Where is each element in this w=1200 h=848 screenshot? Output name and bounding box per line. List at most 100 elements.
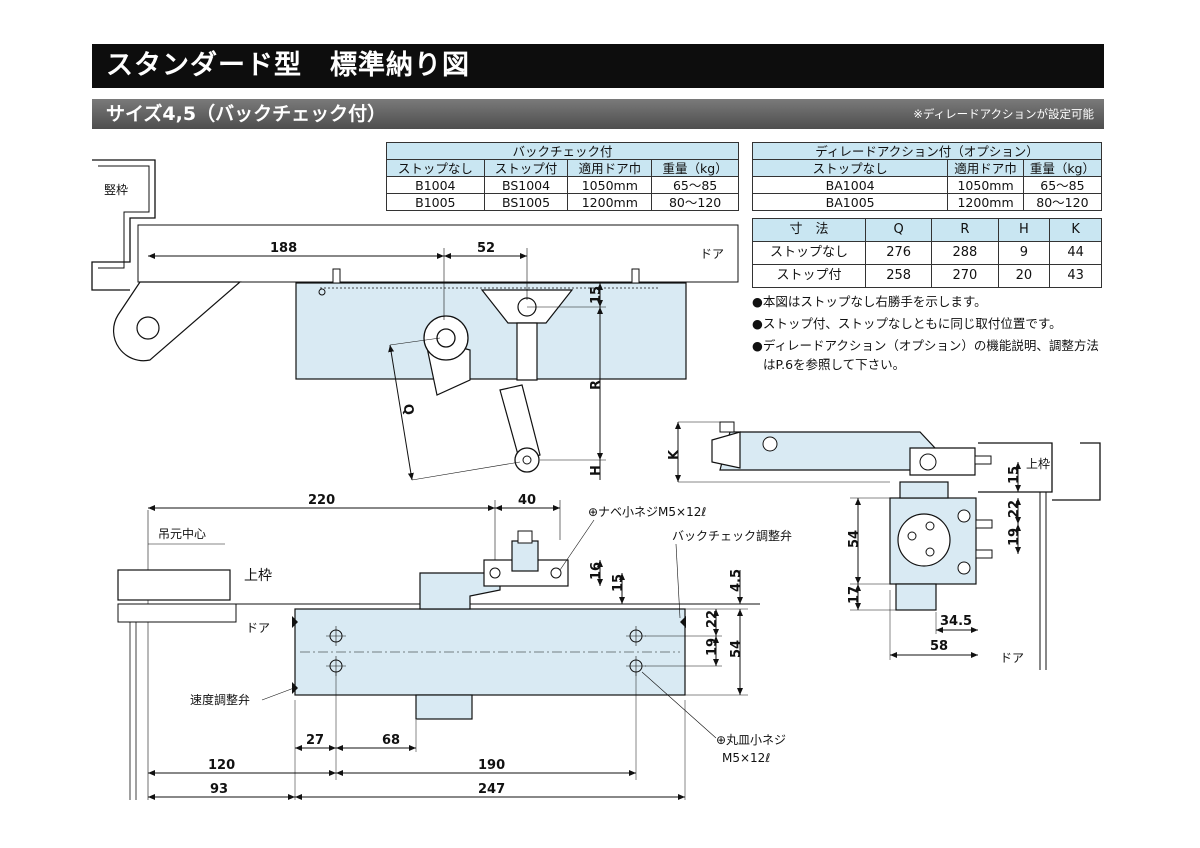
table-row: ストップ付 258 270 20 43 <box>752 264 1102 288</box>
top-view: 竪枠 ドア 188 52 15 R H <box>91 159 739 481</box>
dim-52: 52 <box>477 241 495 256</box>
cap-hole <box>907 531 917 541</box>
spindle <box>436 328 456 348</box>
table-cell: 288 <box>931 241 999 265</box>
table-header-cell: ストップ付 <box>483 159 569 177</box>
table-header-cell: 適用ドア巾 <box>947 159 1024 177</box>
dim-16: 16 <box>589 562 604 580</box>
table-header-cell: R <box>931 218 999 242</box>
table-cell: 44 <box>1049 241 1102 265</box>
side-bracket <box>711 431 741 469</box>
door-edge <box>137 224 739 283</box>
table-header-cell: ストップなし <box>386 159 485 177</box>
dim-68: 68 <box>382 733 400 748</box>
forearm-lower <box>499 384 541 463</box>
forearm-upper <box>516 322 538 381</box>
backcheck-table-header: バックチェック付 <box>386 142 739 160</box>
table-header-cell: Q <box>864 218 933 242</box>
door-top <box>117 603 237 623</box>
dim-22-front: 22 <box>705 610 720 628</box>
dim-188: 188 <box>270 241 297 256</box>
dim-54-front: 54 <box>729 640 744 658</box>
bracket-cap <box>517 530 533 544</box>
table-row: ストップなし 276 288 9 44 <box>752 241 1102 265</box>
leader-line <box>559 519 595 571</box>
note-item: ●ディレードアクション（オプション）の機能説明、調整方法 <box>752 338 1099 353</box>
page-title: スタンダード型 標準納り図 <box>92 44 1104 88</box>
ext-line <box>411 461 521 481</box>
table-header-cell: 適用ドア巾 <box>567 159 653 177</box>
leader-line <box>675 543 681 619</box>
valve-marker <box>292 616 298 628</box>
table-cell: 1200mm <box>947 193 1024 211</box>
door-label: ドア <box>246 621 270 635</box>
cap-hole <box>925 547 935 557</box>
dim-15-top: 15 <box>589 286 604 304</box>
bracket-screw <box>489 567 501 579</box>
subtitle-note: ※ディレードアクションが設定可能 <box>913 107 1094 121</box>
upper-frame-label: 上枠 <box>244 568 272 584</box>
dim-34-5: 34.5 <box>940 614 972 629</box>
dim-line-Q <box>388 344 414 481</box>
dim-Q: Q <box>399 403 416 416</box>
dim-40: 40 <box>518 493 536 508</box>
table-header-cell: 寸 法 <box>752 218 866 242</box>
side-door-label: ドア <box>1000 651 1024 665</box>
side-view: K 上枠 ドア 15 22 19 <box>667 421 1101 670</box>
ext-line <box>389 337 441 346</box>
elbow-pin <box>522 455 532 465</box>
frame-label: 竪枠 <box>104 183 128 197</box>
hinge-pin <box>136 316 160 340</box>
section-subtitle: サイズ4,5（バックチェック付） ※ディレードアクションが設定可能 <box>92 99 1104 129</box>
backcheck-table: バックチェック付 ストップなし ストップ付 適用ドア巾 重量（kg） B1004… <box>386 142 739 211</box>
notes-list: ●本図はストップなし右勝手を示します。 ●ストップ付、ストップなしともに同じ取付… <box>752 292 1099 377</box>
closer-end-cap <box>897 513 951 567</box>
closer-valve-side <box>895 583 937 611</box>
dim-22-side: 22 <box>1007 500 1022 518</box>
closer-valve-block <box>415 694 473 720</box>
valve-marker <box>292 682 298 694</box>
dim-H: H <box>589 465 604 476</box>
note-item: ●本図はストップなし右勝手を示します。 <box>752 294 987 309</box>
table-cell: 270 <box>931 264 999 288</box>
dimension-table: 寸 法 Q R H K ストップなし 276 288 9 44 ストップ付 25… <box>752 218 1102 288</box>
side-joint <box>762 436 778 452</box>
valve-marker <box>680 616 686 628</box>
mount-screw <box>631 268 640 284</box>
dim-15-front: 15 <box>611 574 626 592</box>
hinge-bracket <box>112 281 242 362</box>
dim-220: 220 <box>308 493 335 508</box>
side-mount-screw <box>975 549 993 559</box>
dim-93: 93 <box>210 782 228 797</box>
dim-58: 58 <box>930 639 948 654</box>
dim-19-front: 19 <box>705 638 720 656</box>
table-cell: 43 <box>1049 264 1102 288</box>
table-row: BA1004 1050mm 65～85 <box>751 176 1103 194</box>
dim-27: 27 <box>306 733 324 748</box>
table-header-cell: H <box>997 218 1051 242</box>
side-screw-hole <box>957 509 971 523</box>
dim-15-side: 15 <box>1007 466 1022 484</box>
dim-190: 190 <box>478 758 505 773</box>
front-view: 220 40 吊元中心 上枠 ドア <box>117 493 792 800</box>
dim-4-5: 4.5 <box>729 569 744 592</box>
table-cell: 1200mm <box>567 193 653 211</box>
cap-hole <box>925 521 935 531</box>
dim-19-side: 19 <box>1007 528 1022 546</box>
leader-line <box>641 671 717 739</box>
side-screw-hole <box>957 561 971 575</box>
bracket-block <box>511 540 539 572</box>
closer-spindle-housing <box>899 481 949 499</box>
vertical-frame-outline <box>91 159 156 291</box>
side-upper-frame-return <box>1052 442 1101 501</box>
table-header-cell: ストップなし <box>751 159 949 177</box>
door-label: ドア <box>700 247 724 261</box>
side-arm <box>719 431 936 471</box>
table-cell: 258 <box>864 264 933 288</box>
vertical-frame-inner <box>98 165 150 269</box>
pan-screw-label: ⊕ナベ小ネジM5×12ℓ <box>588 505 706 519</box>
table-cell: ストップ付 <box>752 264 866 288</box>
dim-R: R <box>589 380 604 390</box>
bracket-screw <box>550 567 562 579</box>
